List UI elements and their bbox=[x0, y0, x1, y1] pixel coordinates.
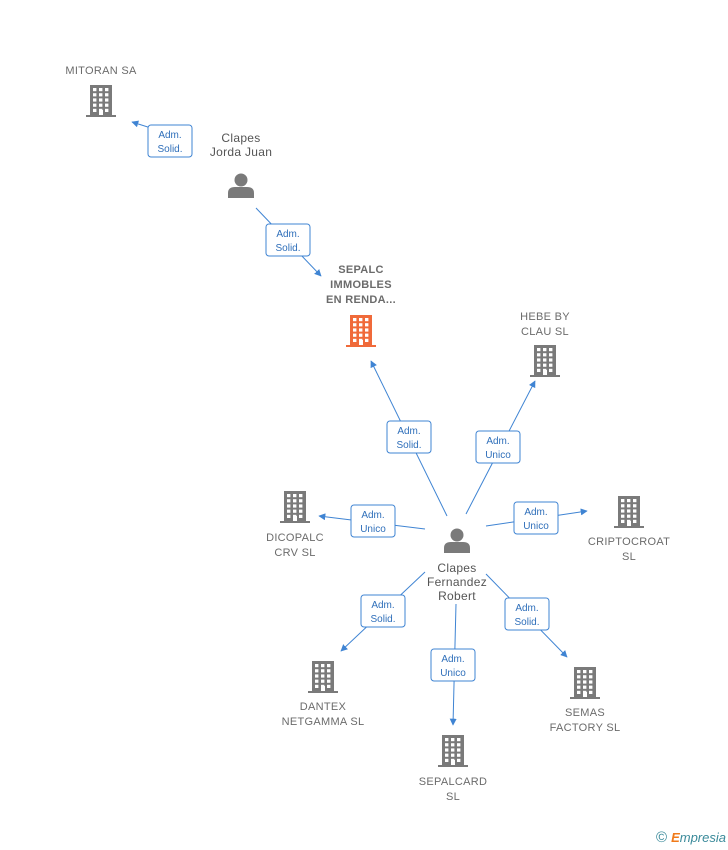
edge-label-text: Solid. bbox=[396, 440, 421, 451]
node-label: IMMOBLES bbox=[330, 279, 392, 291]
node-label: CLAU SL bbox=[521, 326, 569, 338]
node-label: Clapes bbox=[437, 561, 476, 575]
edge-clapes_fernandez-to-sepalcard: Adm. Unico bbox=[430, 603, 476, 726]
edge-label-text: Adm. bbox=[371, 600, 394, 611]
node-label: HEBE BY bbox=[520, 311, 570, 323]
person-icon bbox=[444, 528, 470, 553]
node-sepalc[interactable]: SEPALC IMMOBLES EN RENDA... bbox=[326, 264, 396, 347]
edge-label-text: Adm. bbox=[524, 507, 547, 518]
node-dicopalc[interactable]: DICOPALC CRV SL bbox=[266, 491, 324, 559]
node-label: SL bbox=[446, 791, 460, 803]
building-icon bbox=[346, 315, 376, 347]
edge-label-text: Adm. bbox=[397, 426, 420, 437]
node-label: NETGAMMA SL bbox=[282, 716, 365, 728]
edge-label-text: Adm. bbox=[486, 436, 509, 447]
copyright-icon: © bbox=[656, 829, 668, 846]
edge-clapes_fernandez-to-hebe: Adm. Unico bbox=[465, 380, 536, 515]
building-icon bbox=[86, 85, 116, 117]
node-label: DANTEX bbox=[300, 701, 347, 713]
edge-label-text: Solid. bbox=[370, 614, 395, 625]
edge-clapes_jorda-to-sepalc: Adm. Solid. bbox=[255, 207, 322, 277]
edge-label-text: Solid. bbox=[275, 243, 300, 254]
edge-label-box[interactable] bbox=[265, 223, 311, 257]
edge-label-box[interactable] bbox=[360, 594, 406, 628]
edge-label-text: Adm. bbox=[158, 130, 181, 141]
node-label: CRV SL bbox=[274, 547, 315, 559]
node-label: SEMAS bbox=[565, 707, 605, 719]
edge-clapes_fernandez-to-sepalc: Adm. Solid. bbox=[370, 360, 448, 517]
brand-logo[interactable]: Empresia bbox=[671, 830, 726, 845]
edge-label-text: Unico bbox=[440, 668, 466, 679]
edge-label-box[interactable] bbox=[513, 501, 559, 535]
node-label: FACTORY SL bbox=[550, 722, 621, 734]
building-icon bbox=[280, 491, 310, 523]
footer-brand: © Empresia bbox=[656, 829, 726, 846]
edge-label-box[interactable] bbox=[475, 430, 521, 464]
edge-label-box[interactable] bbox=[430, 648, 476, 682]
node-label: Clapes bbox=[221, 131, 260, 145]
building-icon bbox=[570, 667, 600, 699]
edge-label-text: Unico bbox=[523, 521, 549, 532]
node-label: Fernandez bbox=[427, 575, 487, 589]
node-label: SEPALCARD bbox=[419, 776, 488, 788]
edge-label-text: Adm. bbox=[276, 229, 299, 240]
node-label: SL bbox=[622, 551, 636, 563]
building-icon bbox=[308, 661, 338, 693]
edge-label-text: Unico bbox=[485, 450, 511, 461]
edge-label-box[interactable] bbox=[386, 420, 432, 454]
edge-label-box[interactable] bbox=[350, 504, 396, 538]
edge-clapes_fernandez-to-semas: Adm. Solid. bbox=[485, 573, 568, 658]
node-dantex[interactable]: DANTEX NETGAMMA SL bbox=[282, 661, 365, 728]
person-icon bbox=[228, 173, 254, 198]
building-icon bbox=[614, 496, 644, 528]
node-label: MITORAN SA bbox=[65, 65, 137, 77]
edge-label-text: Solid. bbox=[157, 144, 182, 155]
edge-label-box[interactable] bbox=[147, 124, 193, 158]
building-icon bbox=[438, 735, 468, 767]
node-criptocroat[interactable]: CRIPTOCROAT SL bbox=[588, 496, 670, 563]
edge-label-text: Adm. bbox=[361, 510, 384, 521]
node-label: DICOPALC bbox=[266, 532, 324, 544]
edge-label-text: Adm. bbox=[515, 603, 538, 614]
edge-clapes_jorda-to-mitoran: Adm. Solid. bbox=[131, 120, 193, 158]
node-sepalcard[interactable]: SEPALCARD SL bbox=[419, 735, 488, 803]
node-label: Robert bbox=[438, 589, 476, 603]
edge-label-text: Unico bbox=[360, 524, 386, 535]
node-hebe[interactable]: HEBE BY CLAU SL bbox=[520, 311, 570, 377]
node-semas[interactable]: SEMAS FACTORY SL bbox=[550, 667, 621, 734]
node-label: SEPALC bbox=[338, 264, 384, 276]
node-mitoran[interactable]: MITORAN SA bbox=[65, 65, 137, 117]
edge-label-text: Solid. bbox=[514, 617, 539, 628]
edge-clapes_fernandez-to-criptocroat: Adm. Unico bbox=[485, 501, 588, 535]
edge-label-box[interactable] bbox=[504, 597, 550, 631]
node-label: EN RENDA... bbox=[326, 294, 396, 306]
edges-layer: Adm.Solid.Adm.Solid.Adm.Solid.Adm.UnicoA… bbox=[131, 120, 588, 726]
edge-clapes_fernandez-to-dicopalc: Adm. Unico bbox=[318, 504, 426, 538]
node-label: Jorda Juan bbox=[210, 145, 272, 159]
edge-label-text: Adm. bbox=[441, 654, 464, 665]
node-label: CRIPTOCROAT bbox=[588, 536, 670, 548]
building-icon bbox=[530, 345, 560, 377]
edge-clapes_fernandez-to-dantex: Adm. Solid. bbox=[340, 571, 426, 652]
